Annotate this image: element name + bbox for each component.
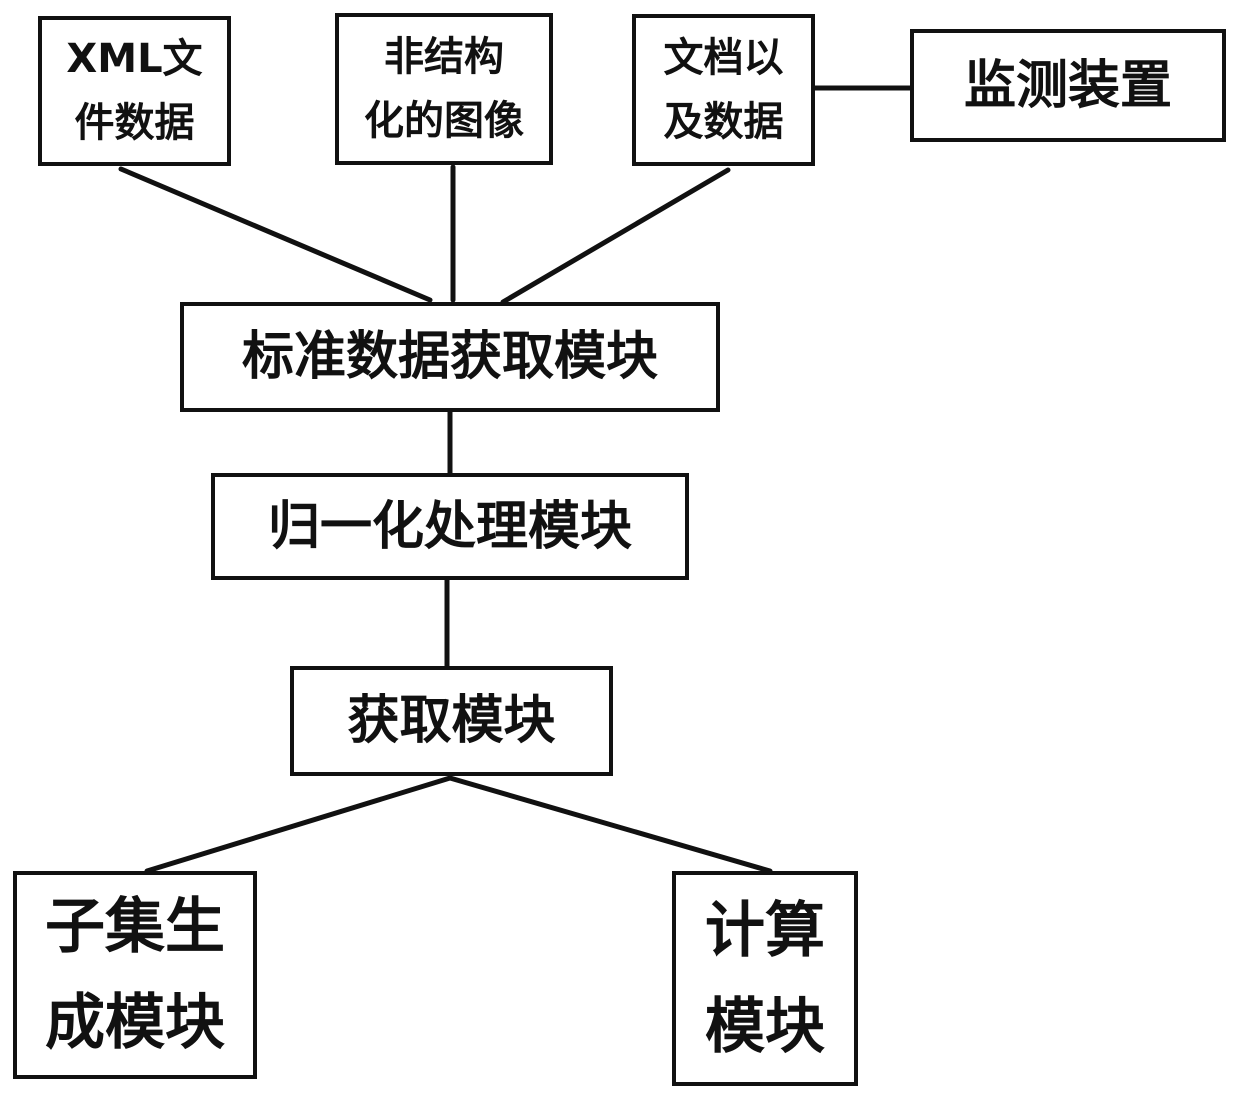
subset-generation-module-node: 子集生 成模块 (13, 871, 257, 1079)
unstructured-image-node: 非结构 化的图像 (335, 13, 553, 165)
acquisition-module-node: 获取模块 (290, 666, 613, 776)
calculation-module-label: 计算 模块 (705, 883, 825, 1075)
edge-acquire-subset (147, 778, 450, 871)
normalization-module-label: 归一化处理模块 (268, 495, 632, 559)
document-data-node: 文档以 及数据 (632, 14, 815, 166)
document-data-label: 文档以 及数据 (664, 26, 784, 154)
unstructured-image-label: 非结构 化的图像 (364, 25, 524, 153)
xml-file-data-label: XML文 件数据 (66, 27, 202, 155)
monitoring-device-node: 监测装置 (910, 29, 1226, 142)
standard-data-acquisition-module-label: 标准数据获取模块 (242, 325, 658, 389)
edge-acquire-compute (450, 778, 770, 871)
subset-generation-module-label: 子集生 成模块 (45, 879, 225, 1071)
monitoring-device-label: 监测装置 (964, 54, 1172, 118)
xml-file-data-node: XML文 件数据 (38, 16, 231, 166)
acquisition-module-label: 获取模块 (347, 689, 555, 753)
standard-data-acquisition-module-node: 标准数据获取模块 (180, 302, 720, 412)
edge-xml-standard (121, 169, 430, 300)
edge-doc-standard (503, 170, 728, 302)
calculation-module-node: 计算 模块 (672, 871, 858, 1086)
normalization-module-node: 归一化处理模块 (211, 473, 689, 580)
